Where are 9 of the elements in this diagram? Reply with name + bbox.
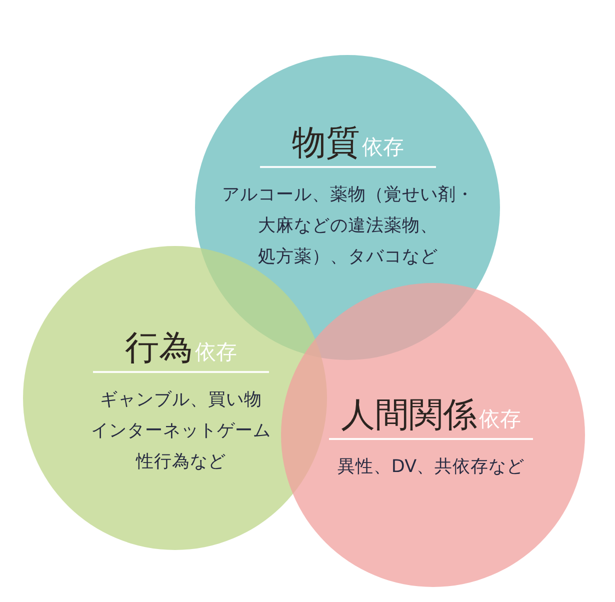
circle-heading: 行為 bbox=[125, 327, 193, 369]
heading-suffix: 依存 bbox=[479, 406, 521, 433]
circle-heading: 人間関係 bbox=[341, 394, 477, 436]
circle-description: ギャンブル、買い物インターネットゲーム性行為など bbox=[90, 388, 272, 474]
circle-heading: 物質 bbox=[292, 122, 360, 164]
heading-suffix: 依存 bbox=[362, 134, 404, 161]
circle-description: 異性、DV、共依存など bbox=[336, 456, 526, 478]
circle-description: アルコール、薬物（覚せい剤・大麻などの違法薬物、処方薬）、タバコなど bbox=[221, 184, 475, 268]
heading-suffix: 依存 bbox=[195, 339, 237, 366]
